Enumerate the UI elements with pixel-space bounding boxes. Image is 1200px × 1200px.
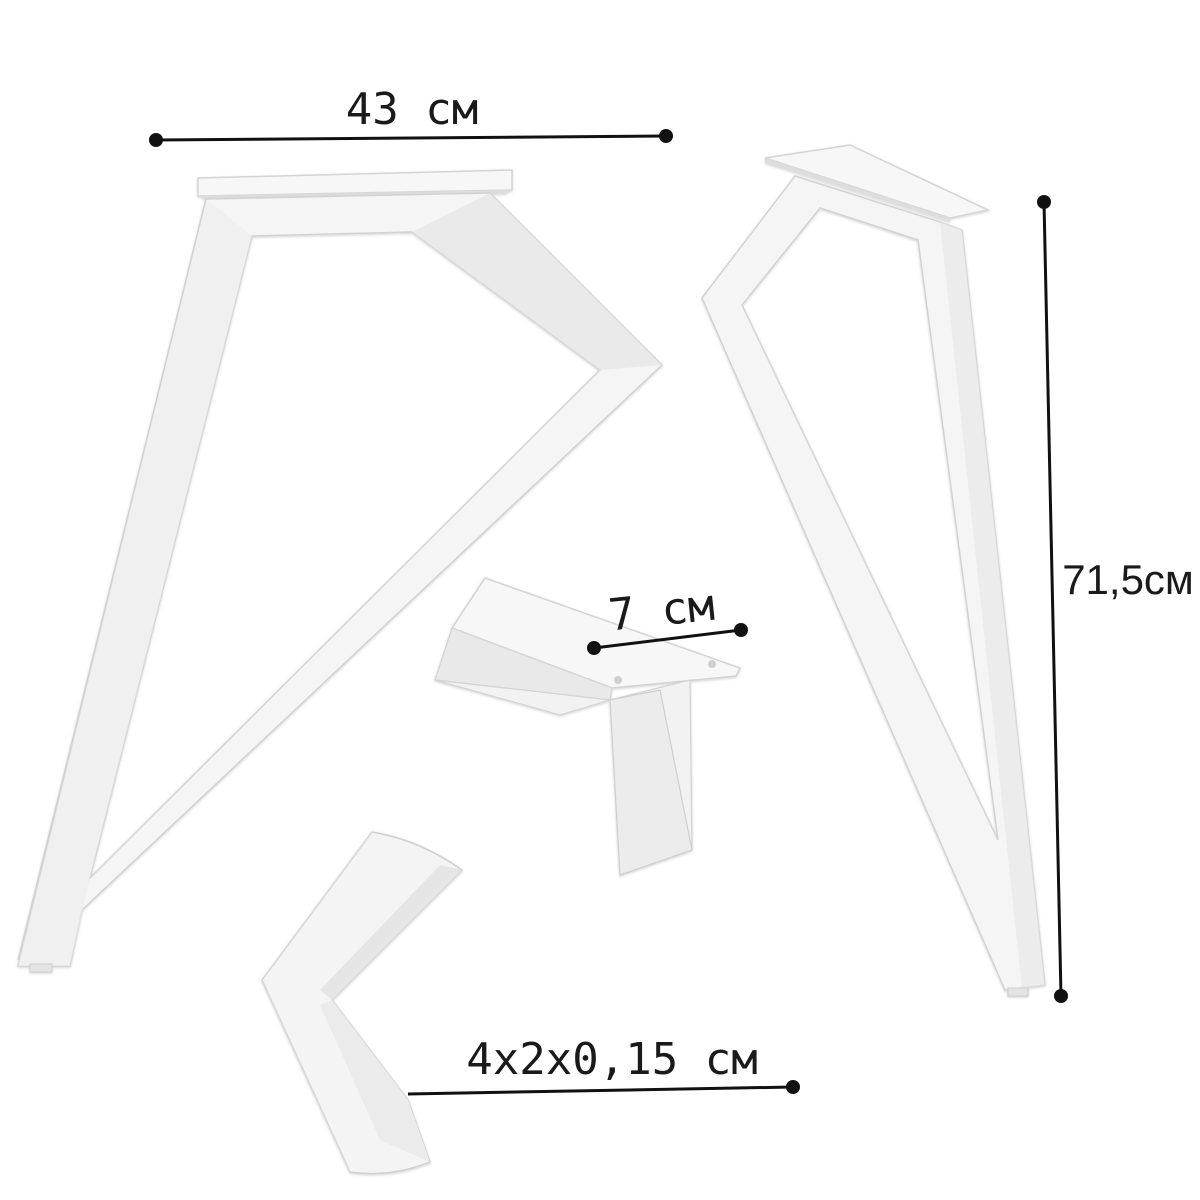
plate-dimension: 7 см — [587, 580, 748, 655]
height-dimension-start-dot — [1037, 195, 1051, 209]
plate-dimension-start-dot — [587, 641, 601, 655]
plate-label: 7 см — [606, 580, 717, 642]
profile-dimension-end-dot — [786, 1080, 800, 1094]
table-leg-front-view — [17, 169, 664, 973]
width-dimension-start-dot — [149, 133, 163, 147]
profile-label: 4х2х0,15 см — [466, 1034, 757, 1085]
width-label: 43 см — [346, 84, 478, 135]
height-dimension-end-dot — [1054, 989, 1068, 1003]
width-dimension: 43 см — [149, 84, 673, 147]
mounting-plate-detail — [434, 577, 742, 876]
plate-dimension-end-dot — [734, 623, 748, 637]
profile-section-detail — [261, 831, 464, 1175]
height-dimension: 71,5см — [1037, 195, 1194, 1003]
height-label: 71,5см — [1062, 556, 1194, 603]
width-dimension-end-dot — [659, 129, 673, 143]
table-leg-side-view — [701, 144, 1046, 997]
profile-dimension: 4х2х0,15 см — [407, 1034, 800, 1096]
